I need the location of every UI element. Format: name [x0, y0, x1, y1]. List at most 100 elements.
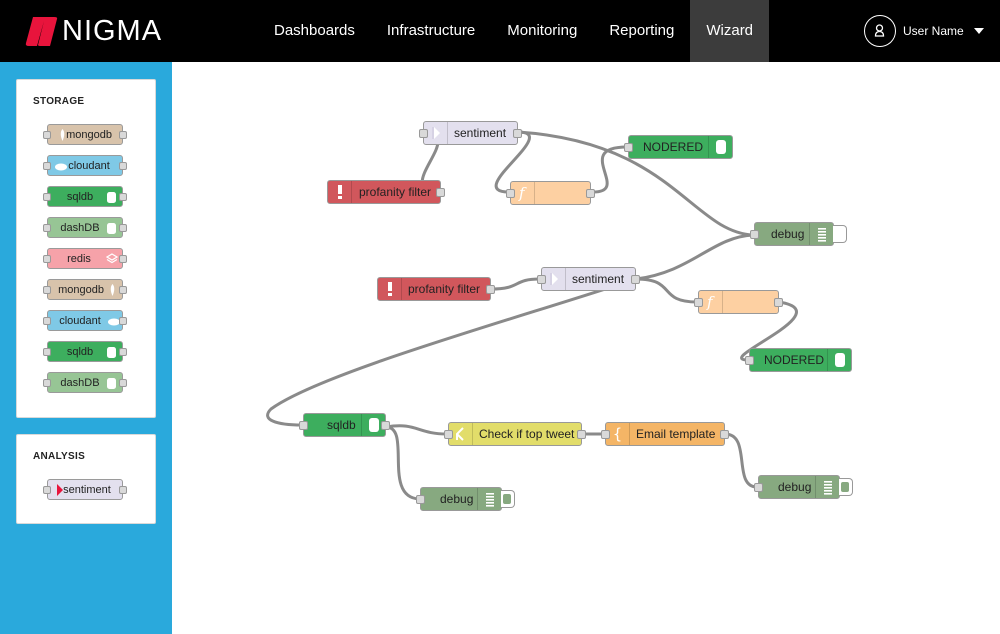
output-port[interactable]	[486, 285, 495, 294]
palette-node-sqldb[interactable]: sqldb	[43, 186, 127, 207]
input-port[interactable]	[43, 255, 51, 263]
user-name: User Name	[903, 24, 964, 38]
output-port[interactable]	[513, 129, 522, 138]
nav-wizard[interactable]: Wizard	[690, 0, 770, 62]
input-port[interactable]	[694, 298, 703, 307]
input-port[interactable]	[624, 143, 633, 152]
input-port[interactable]	[416, 495, 425, 504]
sentiment-arrow-icon	[56, 484, 67, 496]
analysis-panel: ANALYSIS sentiment	[16, 434, 156, 524]
flow-node-sentiment[interactable]: sentiment	[419, 121, 522, 145]
input-port[interactable]	[444, 430, 453, 439]
output-port[interactable]	[119, 286, 127, 294]
flow-node-check-if-top-tweet[interactable]: Check if top tweet	[444, 422, 586, 446]
flow-node-function[interactable]: f	[506, 181, 595, 205]
input-port[interactable]	[43, 486, 51, 494]
input-port[interactable]	[537, 275, 546, 284]
palette-node-sentiment[interactable]: sentiment	[43, 479, 127, 500]
database-icon	[361, 414, 385, 436]
input-port[interactable]	[745, 356, 754, 365]
input-port[interactable]	[43, 348, 51, 356]
output-port[interactable]	[119, 255, 127, 263]
flow-node-debug[interactable]: debug	[750, 222, 847, 246]
input-port[interactable]	[750, 230, 759, 239]
nav-reporting[interactable]: Reporting	[609, 22, 675, 39]
output-port[interactable]	[119, 379, 127, 387]
output-port[interactable]	[119, 348, 127, 356]
mongodb-leaf-icon	[107, 284, 118, 296]
output-port[interactable]	[119, 131, 127, 139]
output-port[interactable]	[720, 430, 729, 439]
debug-toggle-button[interactable]	[839, 478, 853, 496]
palette-node-dashdb[interactable]: dashDB	[43, 217, 127, 238]
flow-node-email-template[interactable]: { Email template	[601, 422, 729, 446]
input-port[interactable]	[43, 379, 51, 387]
debug-list-icon	[477, 488, 501, 510]
input-port[interactable]	[43, 162, 51, 170]
palette-node-cloudant-2[interactable]: cloudant	[43, 310, 127, 331]
output-port[interactable]	[774, 298, 783, 307]
palette-node-sqldb-2[interactable]: sqldb	[43, 341, 127, 362]
flow-node-profanity-filter-2[interactable]: profanity filter	[377, 277, 495, 301]
output-port[interactable]	[436, 188, 445, 197]
cloud-icon	[55, 160, 67, 172]
output-port[interactable]	[119, 317, 127, 325]
nav-infrastructure[interactable]: Infrastructure	[386, 22, 476, 39]
input-port[interactable]	[299, 421, 308, 430]
flow-wires	[266, 130, 798, 501]
palette-node-label: dashDB	[60, 221, 100, 234]
output-port[interactable]	[119, 486, 127, 494]
brand-name: NIGMA	[62, 14, 163, 47]
flow-node-debug-2[interactable]: debug	[416, 487, 515, 511]
input-port[interactable]	[419, 129, 428, 138]
output-port[interactable]	[119, 193, 127, 201]
function-icon: f	[699, 291, 723, 313]
input-port[interactable]	[43, 286, 51, 294]
input-port[interactable]	[754, 483, 763, 492]
chevron-down-icon[interactable]	[973, 28, 984, 34]
output-port[interactable]	[119, 224, 127, 232]
brand-logo[interactable]: NIGMA	[24, 14, 162, 48]
mongodb-leaf-icon	[57, 129, 68, 141]
flow-node-nodered-2[interactable]: NODERED	[745, 348, 852, 372]
input-port[interactable]	[506, 189, 515, 198]
debug-toggle-button[interactable]	[833, 225, 847, 243]
debug-list-icon	[815, 476, 839, 498]
debug-toggle-button[interactable]	[501, 490, 515, 508]
nav-monitoring[interactable]: Monitoring	[507, 22, 578, 39]
input-port[interactable]	[601, 430, 610, 439]
sentiment-arrow-icon	[424, 122, 448, 144]
input-port[interactable]	[43, 131, 51, 139]
input-port[interactable]	[43, 224, 51, 232]
output-port[interactable]	[577, 430, 586, 439]
flow-node-profanity-filter[interactable]: profanity filter	[327, 180, 445, 204]
alert-icon	[378, 278, 402, 300]
palette-node-mongodb[interactable]: mongodb	[43, 124, 127, 145]
database-icon	[106, 191, 117, 203]
output-port[interactable]	[119, 162, 127, 170]
user-menu[interactable]: User Name	[864, 14, 984, 48]
output-port[interactable]	[631, 275, 640, 284]
flow-canvas[interactable]: sentiment profanity filter f NODERED deb…	[172, 62, 1000, 634]
flow-node-sqldb[interactable]: sqldb	[299, 413, 390, 437]
flow-node-debug-3[interactable]: debug	[754, 475, 853, 499]
output-port[interactable]	[586, 189, 595, 198]
user-icon[interactable]	[864, 15, 896, 47]
flow-node-nodered[interactable]: NODERED	[624, 135, 733, 159]
database-icon	[106, 222, 117, 234]
storage-panel: STORAGE mongodb cloudant sqldb	[16, 79, 156, 418]
main-nav: Dashboards Infrastructure Monitoring Rep…	[258, 0, 770, 62]
input-port[interactable]	[43, 317, 51, 325]
palette-node-cloudant[interactable]: cloudant	[43, 155, 127, 176]
output-port[interactable]	[381, 421, 390, 430]
palette-node-redis[interactable]: redis	[43, 248, 127, 269]
palette-node-dashdb-2[interactable]: dashDB	[43, 372, 127, 393]
flow-node-function-2[interactable]: f	[694, 290, 783, 314]
input-port[interactable]	[43, 193, 51, 201]
nav-dashboards[interactable]: Dashboards	[274, 22, 355, 39]
svg-text:f: f	[706, 293, 715, 311]
wire	[592, 145, 628, 194]
flow-node-sentiment-2[interactable]: sentiment	[537, 267, 640, 291]
palette-node-mongodb-2[interactable]: mongodb	[43, 279, 127, 300]
